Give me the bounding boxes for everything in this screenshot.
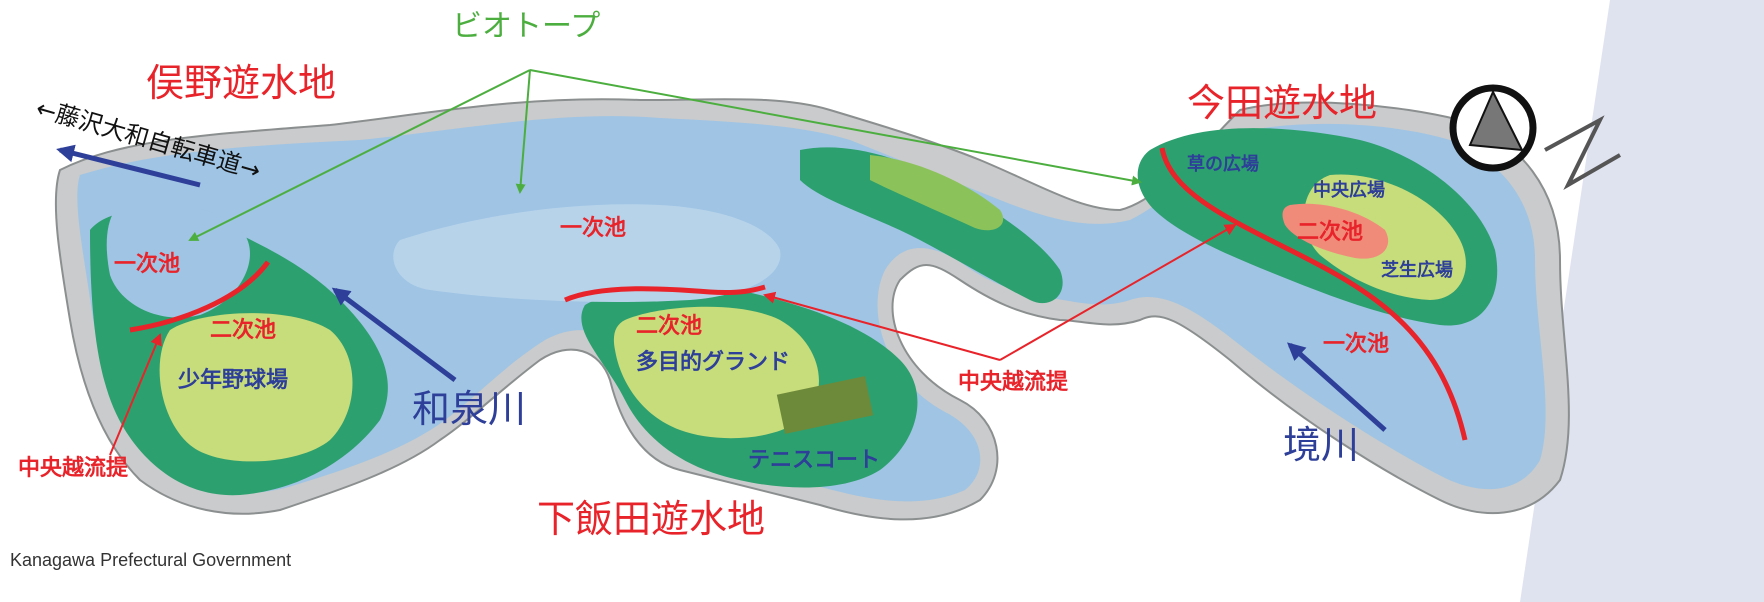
label-imada: 今田遊水地 xyxy=(1187,81,1378,125)
label-matano: 俣野遊水地 xyxy=(146,61,337,105)
imada-central-square xyxy=(1282,203,1389,259)
background-band xyxy=(1520,0,1764,602)
tennis-courts xyxy=(776,376,874,434)
biotope-arrow-2 xyxy=(515,69,531,194)
label-sakai-river: 境川 xyxy=(1283,423,1360,467)
main-pond xyxy=(393,204,781,302)
label-primary-pond-matano: 一次池 xyxy=(114,252,181,277)
matano-field xyxy=(159,313,353,462)
label-baseball: 少年野球場 xyxy=(178,368,289,393)
label-multipurpose: 多目的グランド xyxy=(636,350,791,375)
biotope-arrow-3 xyxy=(529,69,1142,186)
label-overflow-levee-center: 中央越流提 xyxy=(958,370,1069,395)
biotope-arrow-1 xyxy=(188,69,531,241)
overflow-levee-shimoiida xyxy=(564,284,766,303)
center-park xyxy=(800,147,1063,304)
label-secondary-pond-imada: 二次池 xyxy=(1297,220,1364,245)
shimoiida-field xyxy=(613,306,819,439)
levee-arrow-1 xyxy=(109,333,162,456)
label-izumi-river: 和泉川 xyxy=(412,387,527,431)
credit-text: Kanagawa Prefectural Government xyxy=(10,550,292,570)
flow-arrow-northwest xyxy=(56,144,201,188)
label-overflow-levee-left: 中央越流提 xyxy=(18,456,129,481)
label-primary-pond-imada: 一次池 xyxy=(1323,332,1390,357)
label-biotope: ビオトープ xyxy=(452,9,601,44)
north-arrow-icon xyxy=(1449,84,1621,191)
label-lawn-square: 芝生広場 xyxy=(1381,260,1453,281)
overflow-levee-matano xyxy=(129,260,271,333)
matano-pond xyxy=(106,203,250,318)
levee-arrow-3 xyxy=(999,224,1237,361)
label-shimoiida: 下飯田遊水地 xyxy=(537,497,766,541)
center-field xyxy=(870,155,1004,231)
levee-arrow-2 xyxy=(763,291,1001,361)
label-central-square: 中央広場 xyxy=(1313,180,1385,201)
label-grass-square: 草の広場 xyxy=(1187,154,1259,175)
flow-arrow-sakai xyxy=(1287,342,1387,432)
label-tennis: テニスコート xyxy=(748,448,881,473)
flow-arrow-izumi xyxy=(331,287,457,382)
label-primary-pond-main: 一次池 xyxy=(560,216,627,241)
label-secondary-pond-shimoiida: 二次池 xyxy=(636,314,703,339)
label-secondary-pond-matano: 二次池 xyxy=(210,318,277,343)
overflow-levee-imada xyxy=(1159,147,1468,441)
